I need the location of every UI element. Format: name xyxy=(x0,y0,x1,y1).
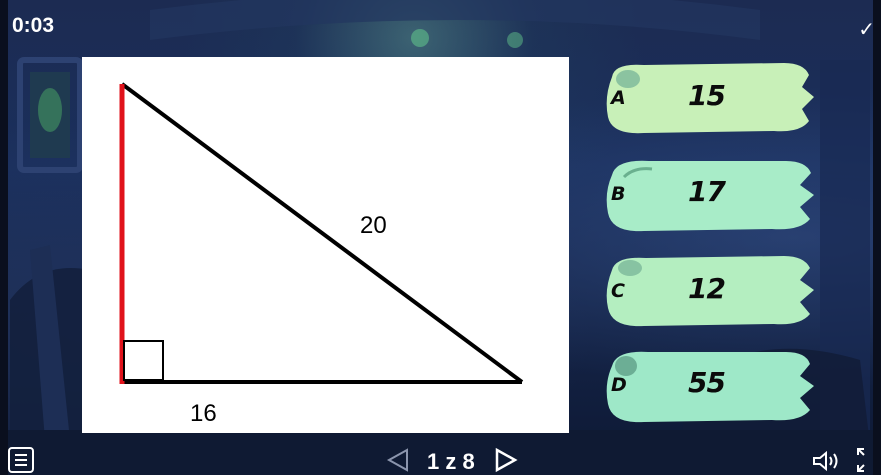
next-question-button[interactable] xyxy=(493,447,519,473)
answer-value: 15 xyxy=(688,79,726,112)
fullscreen-icon[interactable] xyxy=(856,447,876,473)
question-pager: 1 z 8 xyxy=(385,445,525,475)
answer-letter: C xyxy=(611,280,625,302)
answer-letter: D xyxy=(611,374,627,396)
answer-value: 17 xyxy=(688,175,726,208)
timer: 0:03 xyxy=(12,14,55,37)
ghost-shape xyxy=(606,351,814,423)
right-triangle-diagram: 20 16 xyxy=(119,82,524,427)
left-frame xyxy=(0,0,8,475)
answer-letter: A xyxy=(611,87,626,109)
menu-icon-bar xyxy=(15,464,27,466)
checkmark-icon: ✓ xyxy=(858,17,875,41)
answer-option-a[interactable]: A 15 xyxy=(604,57,816,137)
answer-value: 12 xyxy=(688,272,726,305)
question-card: 20 16 xyxy=(82,57,569,433)
answer-option-c[interactable]: C 12 xyxy=(604,250,816,330)
ghost-shape xyxy=(606,160,814,232)
hypotenuse-label: 20 xyxy=(360,212,387,239)
right-angle-marker xyxy=(123,340,164,381)
speaker-icon[interactable] xyxy=(812,450,842,472)
question-counter: 1 z 8 xyxy=(427,449,475,474)
answer-option-b[interactable]: B 17 xyxy=(604,153,816,233)
triangle-hypotenuse xyxy=(120,82,524,384)
right-frame xyxy=(873,0,881,475)
menu-button[interactable] xyxy=(8,447,34,473)
answer-letter: B xyxy=(611,183,626,205)
menu-icon-bar xyxy=(15,459,27,461)
ghost-shape xyxy=(606,256,814,327)
answer-value: 55 xyxy=(688,366,726,399)
ghost-shape xyxy=(606,63,814,134)
answer-option-d[interactable]: D 55 xyxy=(604,344,816,424)
menu-icon xyxy=(15,454,27,456)
previous-question-button[interactable] xyxy=(385,447,411,473)
base-label: 16 xyxy=(190,400,217,427)
